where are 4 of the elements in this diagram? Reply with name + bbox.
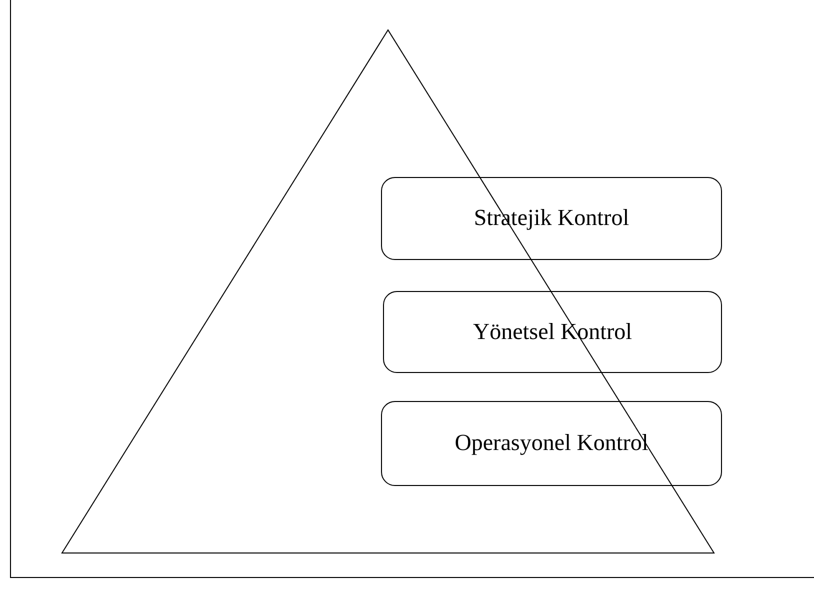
level-box — [381, 401, 722, 486]
level-label: Operasyonel Kontrol — [454, 429, 648, 458]
level-box — [381, 177, 722, 260]
level-box — [383, 291, 722, 373]
